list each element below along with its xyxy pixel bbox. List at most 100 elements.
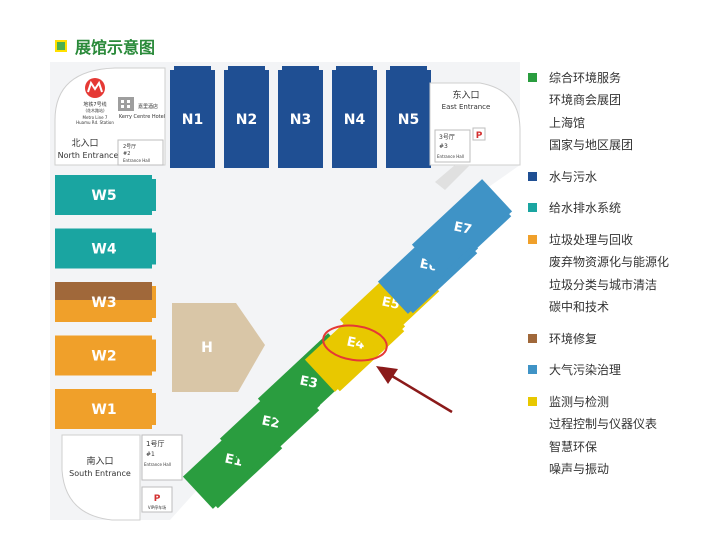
legend-label: 监测与检测 xyxy=(549,394,610,409)
hall1-cn: 1号厅 xyxy=(146,440,164,448)
hall2-cn: 2号厅 xyxy=(123,144,136,150)
parking-east-p: P xyxy=(476,131,483,141)
hall-h xyxy=(172,303,265,392)
metro-icon xyxy=(85,78,105,98)
hall-w1: W1 xyxy=(55,389,156,429)
walkway-east xyxy=(435,165,470,190)
entrance-hall-2 xyxy=(117,139,164,166)
hall-label: W3 xyxy=(91,295,116,311)
hall-label: N5 xyxy=(398,112,419,128)
hotel-cn: 嘉里酒店 xyxy=(138,103,158,110)
hall3-en: Entrance Hall xyxy=(437,154,464,159)
hall-n3: N3 xyxy=(278,66,323,168)
north-halls: N1 N2 N3 N4 N5 xyxy=(170,66,431,168)
legend-subitem: 国家与地区展团 xyxy=(549,138,634,153)
legend-label: 给水排水系统 xyxy=(549,201,622,216)
hall-label: W2 xyxy=(91,349,116,365)
e4-highlight-circle xyxy=(322,324,388,362)
parking-sign-east xyxy=(472,127,486,141)
hall-w5: W5 xyxy=(55,175,156,215)
legend-swatch xyxy=(528,396,537,406)
vip-parking-label: VIP停车场 xyxy=(148,504,166,510)
hall-label: N4 xyxy=(344,112,366,128)
hall-label: E2 xyxy=(260,414,281,432)
legend-item: 水与污水 xyxy=(528,165,708,188)
hall3-num: #3 xyxy=(439,143,448,150)
legend: 综合环境服务环境商会展团上海馆国家与地区展团水与污水给水排水系统垃圾处理与回收废… xyxy=(528,66,708,480)
hall-w4: W4 xyxy=(55,228,156,269)
page-title-block: 展馆示意图 xyxy=(55,34,155,58)
vip-parking xyxy=(141,486,173,513)
east-entrance-en: East Entrance xyxy=(442,103,491,111)
hall-h-label: H xyxy=(201,340,213,356)
legend-item: 垃圾处理与回收 xyxy=(528,228,708,251)
hall-label: E7 xyxy=(452,220,473,238)
legend-item: 给水排水系统 xyxy=(528,197,708,220)
legend-swatch xyxy=(528,72,537,82)
pointer-arrow-icon xyxy=(376,366,453,414)
hall-w2: W2 xyxy=(55,335,156,376)
hall-label: N2 xyxy=(236,112,257,128)
legend-label: 综合环境服务 xyxy=(549,70,622,85)
legend-subitem: 碳中和技术 xyxy=(549,300,610,315)
legend-subitem: 垃圾分类与城市清洁 xyxy=(549,277,658,292)
legend-swatch xyxy=(528,234,537,244)
hall-n4: N4 xyxy=(332,66,377,168)
legend-label: 环境修复 xyxy=(549,331,598,346)
legend-label: 大气污染治理 xyxy=(549,363,622,378)
hall-label: N3 xyxy=(290,112,311,128)
legend-item: 监测与检测 xyxy=(528,390,708,413)
legend-swatch xyxy=(528,171,537,181)
metro-cn1: 地铁7号线 xyxy=(83,101,106,108)
metro-en1: Metro Line 7 xyxy=(83,115,108,120)
south-entrance-en: South Entrance xyxy=(69,469,131,478)
hall-w3: W3 xyxy=(55,282,156,322)
legend-label: 水与污水 xyxy=(549,169,598,184)
south-entrance-building xyxy=(61,434,141,521)
entrance-hall-3 xyxy=(434,129,471,163)
legend-subitem: 过程控制与仪器仪表 xyxy=(549,417,658,432)
legend-item: 综合环境服务 xyxy=(528,66,708,89)
south-entrance-cn: 南入口 xyxy=(86,455,113,467)
hall-label: W5 xyxy=(91,188,116,204)
legend-item: 大气污染治理 xyxy=(528,359,708,382)
floor-area xyxy=(50,62,520,520)
hall-e7: E7 xyxy=(411,179,513,277)
legend-label: 垃圾处理与回收 xyxy=(549,232,634,247)
hall-n5: N5 xyxy=(386,66,431,168)
hall2-num: #2 xyxy=(123,151,130,157)
hall2-en: Entrance Hall xyxy=(123,158,150,163)
legend-subitem: 环境商会展团 xyxy=(549,93,622,108)
metro-cn2: (花木路站) xyxy=(85,107,105,113)
hall-label: W4 xyxy=(91,242,116,258)
north-entrance-en: North Entrance xyxy=(58,151,119,160)
hall-label: N1 xyxy=(182,112,203,128)
hall-n2: N2 xyxy=(224,66,269,168)
legend-swatch xyxy=(528,333,537,343)
legend-subitem: 废弃物资源化与能源化 xyxy=(549,255,670,270)
hall-label: E3 xyxy=(298,374,319,392)
north-entrance-cn: 北入口 xyxy=(71,138,98,149)
legend-swatch xyxy=(528,203,537,213)
legend-swatch xyxy=(528,365,537,375)
entrance-hall-1 xyxy=(141,434,183,481)
legend-subitem: 上海馆 xyxy=(549,115,586,130)
legend-item: 环境修复 xyxy=(528,327,708,350)
title-square-icon xyxy=(55,40,67,52)
page-title: 展馆示意图 xyxy=(75,38,156,57)
hall1-num: #1 xyxy=(146,451,155,458)
hotel-icon xyxy=(118,97,134,111)
east-entrance-cn: 东入口 xyxy=(452,89,479,101)
hall1-en: Entrance Hall xyxy=(144,462,171,467)
metro-en2: Huamu Rd. Station xyxy=(76,120,114,125)
hall-label: W1 xyxy=(91,402,116,418)
hall3-cn: 3号厅 xyxy=(439,134,455,141)
hall-n1: N1 xyxy=(170,66,215,168)
legend-subitem: 智慧环保 xyxy=(549,439,598,454)
hotel-en: Kerry Centre Hotel xyxy=(119,114,165,120)
parking-south-p: P xyxy=(154,494,161,504)
legend-subitem: 噪声与振动 xyxy=(549,462,610,477)
